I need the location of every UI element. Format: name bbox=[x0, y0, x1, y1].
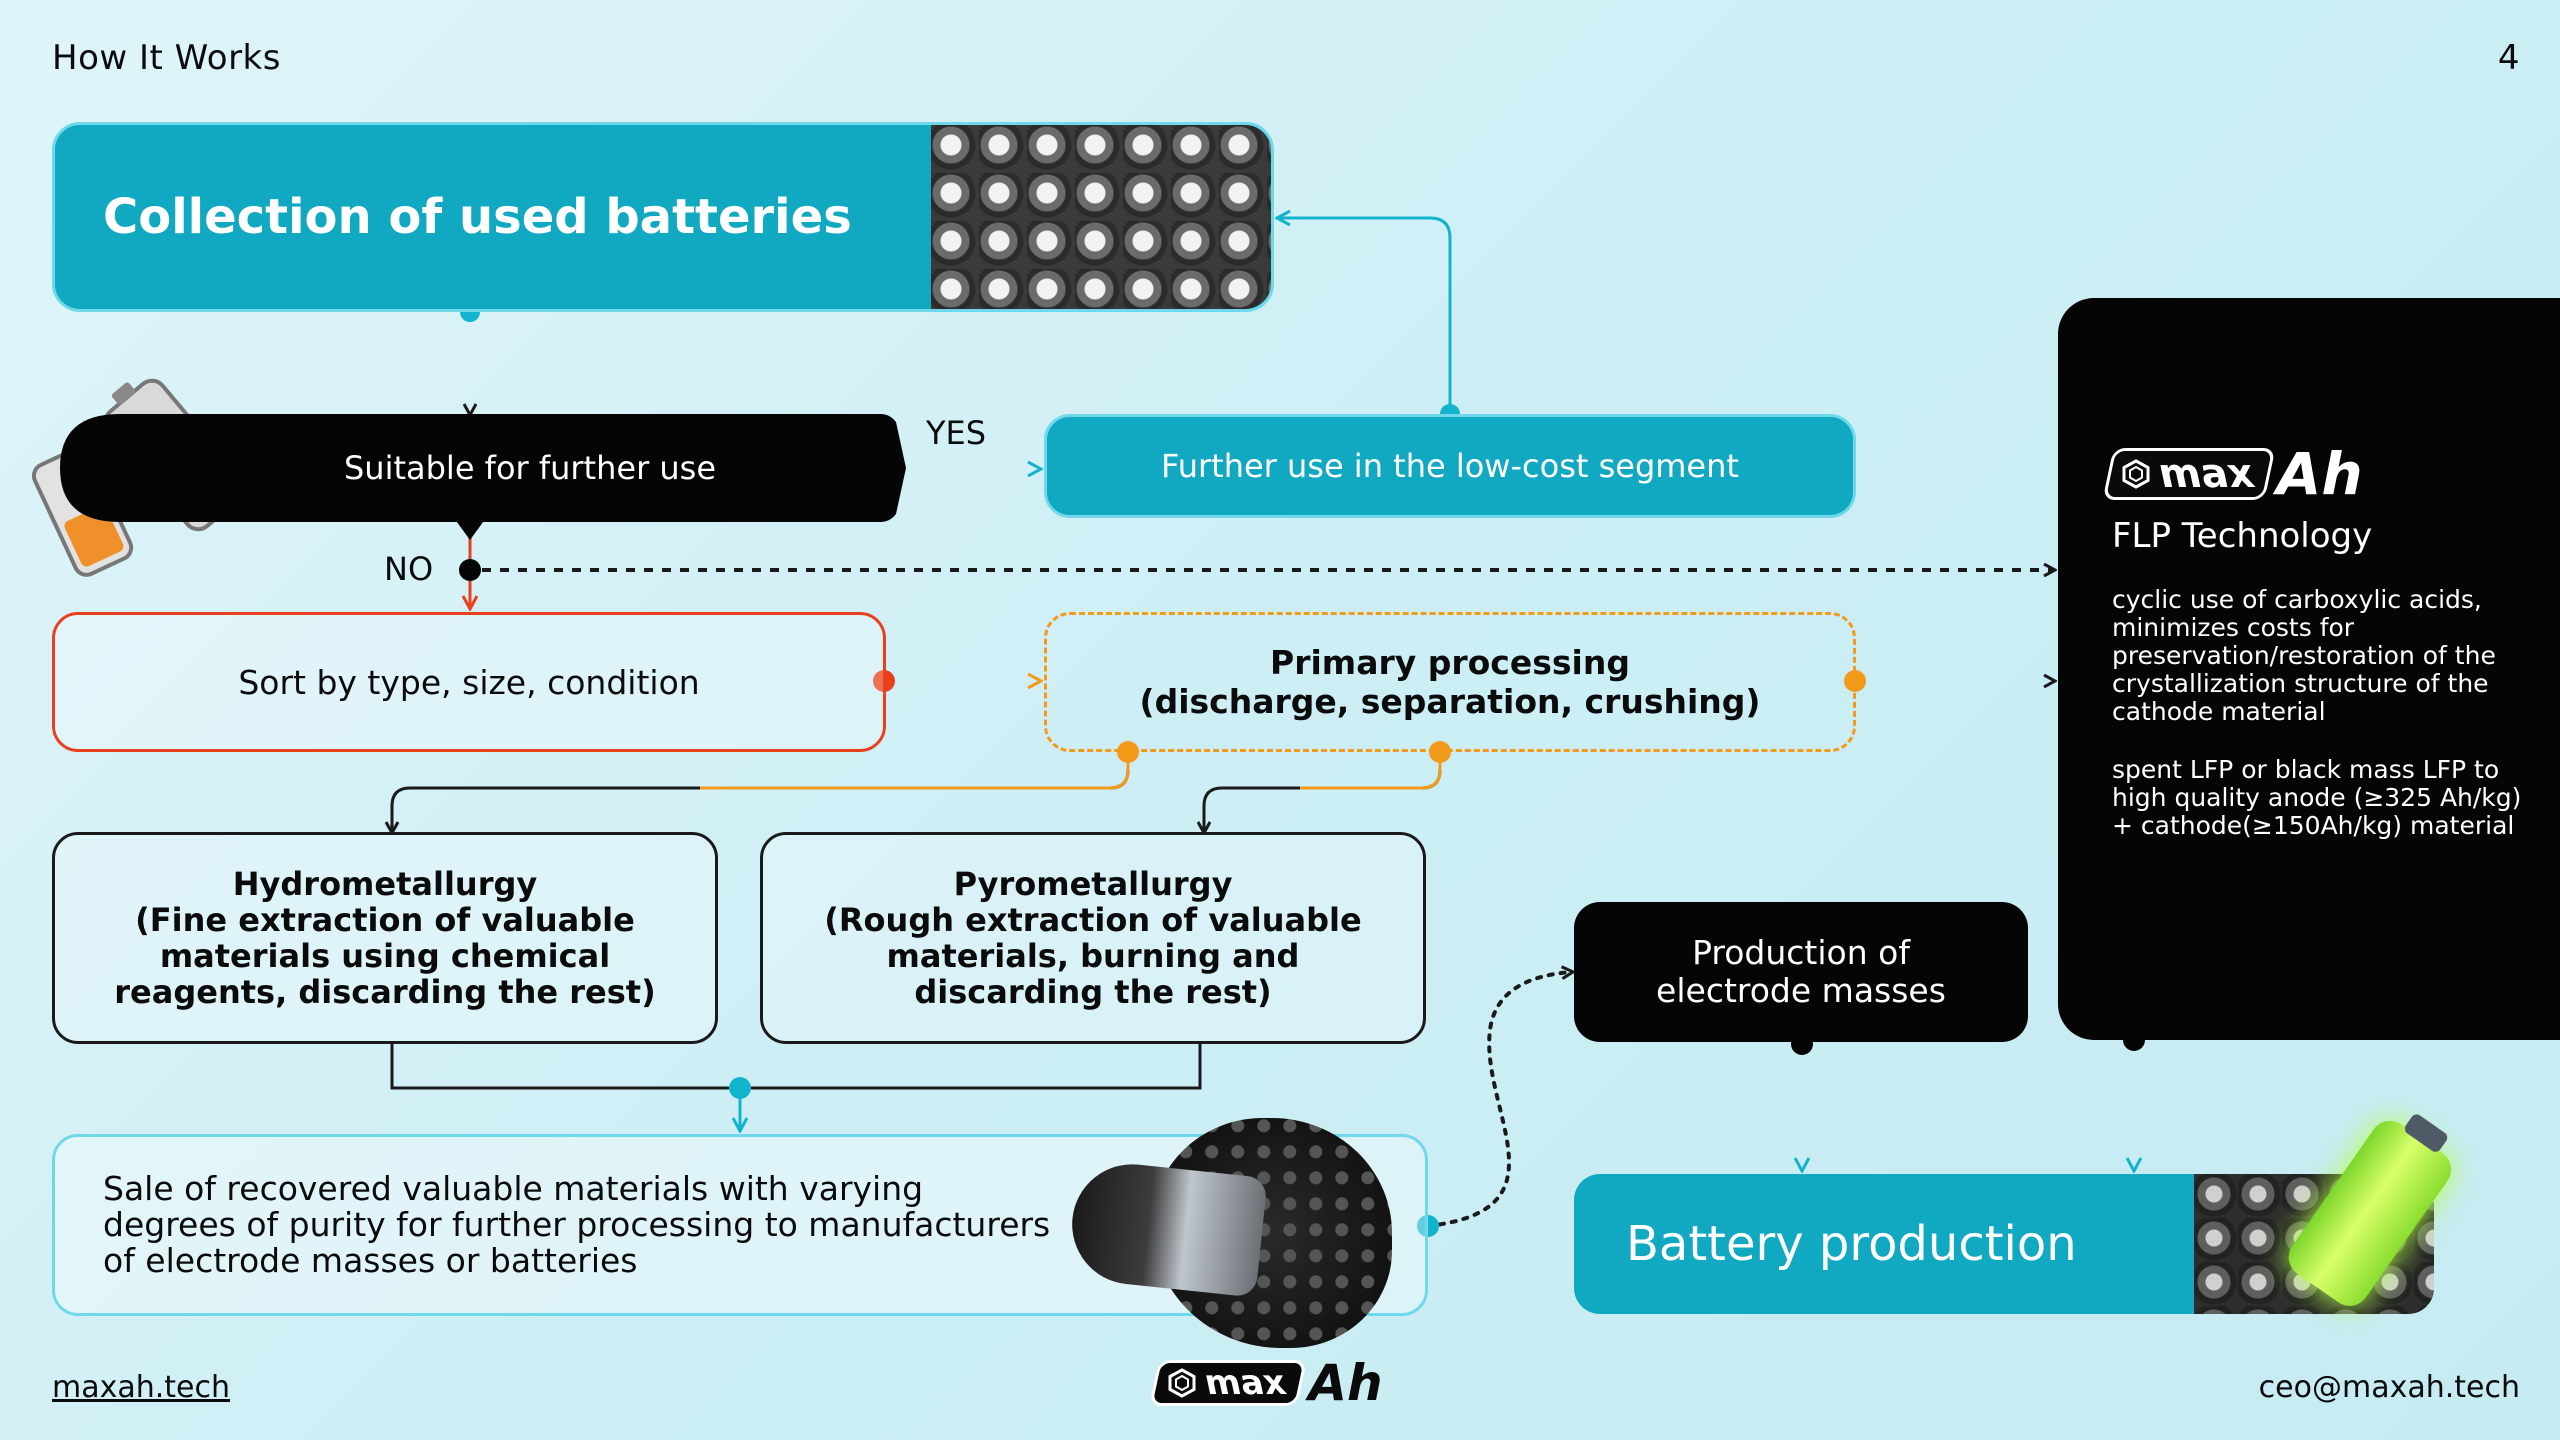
electrode-node: Production of electrode masses bbox=[1574, 902, 2028, 1042]
flp-para-1: cyclic use of carboxylic acids, minimize… bbox=[2112, 585, 2496, 726]
battery-label: Battery production bbox=[1626, 1216, 2077, 1272]
suitable-shape bbox=[60, 414, 906, 522]
email-link[interactable]: ceo@maxah.tech bbox=[2258, 1370, 2520, 1405]
collection-label: Collection of used batteries bbox=[103, 189, 852, 245]
flp-para-2: spent LFP or black mass LFP to high qual… bbox=[2112, 755, 2522, 840]
pyro-title: Pyrometallurgy bbox=[953, 865, 1233, 903]
suitable-pointer bbox=[454, 518, 486, 540]
primary-title: Primary processing bbox=[1270, 643, 1630, 682]
suitable-node: Suitable for further use bbox=[60, 414, 906, 522]
suitable-label: Suitable for further use bbox=[343, 449, 717, 487]
footer-hexagon-logo-icon bbox=[1168, 1368, 1196, 1398]
primary-node: Primary processing (discharge, separatio… bbox=[1044, 612, 1856, 752]
hydro-subtitle: (Fine extraction of valuable materials u… bbox=[114, 901, 656, 1011]
further-use-node: Further use in the low-cost segment bbox=[1044, 414, 1856, 518]
sort-node: Sort by type, size, condition bbox=[52, 612, 886, 752]
flp-panel: max Ah FLP Technology cyclic use of carb… bbox=[2058, 298, 2560, 1040]
panel-logo: max Ah bbox=[2102, 440, 2363, 508]
panel-logo-max: max bbox=[2154, 451, 2259, 497]
yes-label: YES bbox=[926, 414, 987, 452]
pyro-subtitle: (Rough extraction of valuable materials,… bbox=[824, 901, 1362, 1011]
pyro-node: Pyrometallurgy (Rough extraction of valu… bbox=[760, 832, 1426, 1044]
hydro-node: Hydrometallurgy (Fine extraction of valu… bbox=[52, 832, 718, 1044]
page-title: How It Works bbox=[52, 38, 281, 78]
footer-logo-max: max bbox=[1200, 1363, 1290, 1403]
page-number: 4 bbox=[2497, 38, 2520, 78]
no-label: NO bbox=[384, 550, 434, 588]
primary-subtitle: (discharge, separation, crushing) bbox=[1139, 682, 1761, 721]
panel-logo-ah: Ah bbox=[2276, 440, 2363, 508]
hexagon-logo-icon bbox=[2122, 459, 2150, 489]
black-mass-image bbox=[1066, 1108, 1412, 1354]
website-link[interactable]: maxah.tech bbox=[52, 1370, 231, 1405]
hydro-title: Hydrometallurgy bbox=[232, 865, 538, 903]
sale-label: Sale of recovered valuable materials wit… bbox=[103, 1169, 1051, 1280]
used-batteries-image bbox=[931, 125, 1271, 309]
flp-title: FLP Technology bbox=[2112, 516, 2373, 556]
collection-node: Collection of used batteries bbox=[52, 122, 1274, 312]
footer-logo-ah: Ah bbox=[1308, 1354, 1383, 1412]
footer-logo: max Ah bbox=[1149, 1354, 1383, 1412]
